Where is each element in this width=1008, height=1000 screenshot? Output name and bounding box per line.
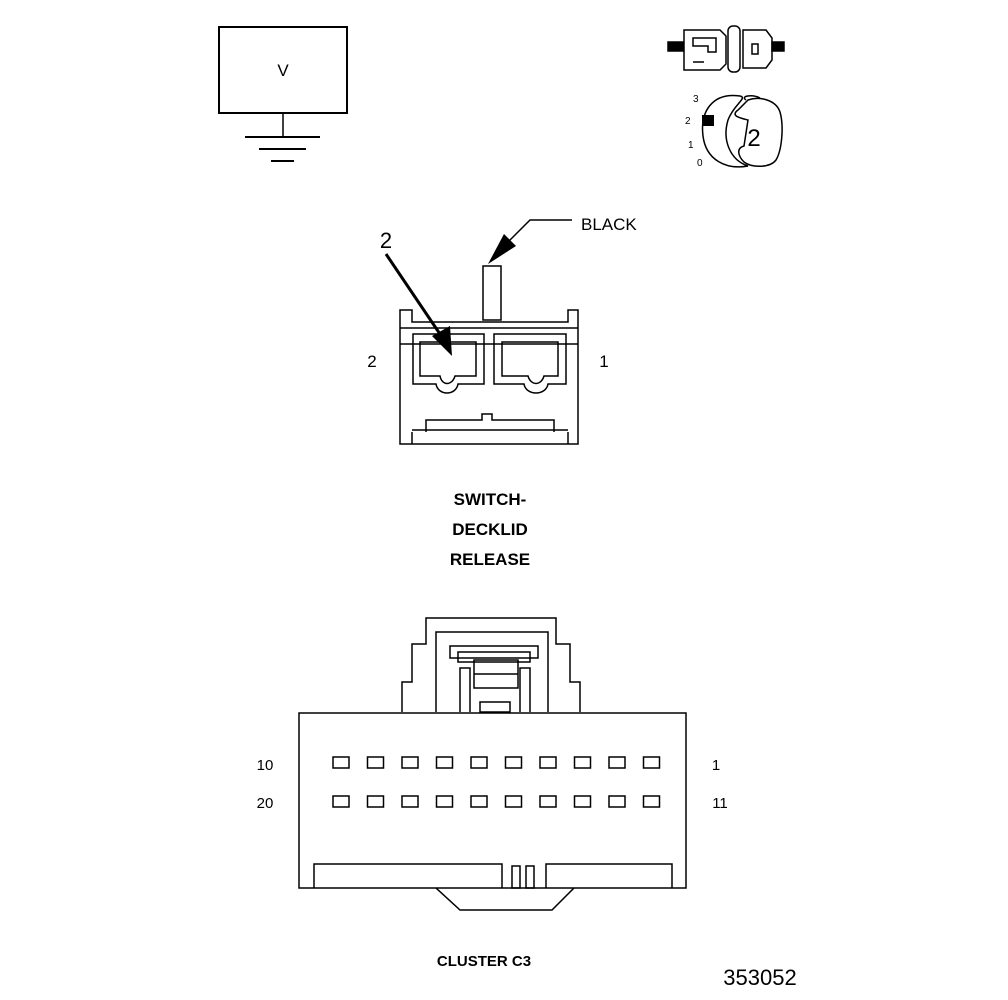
cluster-pin-10-label: 10	[257, 757, 274, 774]
connector-disconnect-icon	[667, 25, 785, 73]
cluster-pin-cavity	[573, 795, 592, 808]
voltmeter-label: V	[277, 61, 289, 80]
ignition-position-3: 3	[693, 94, 699, 105]
ignition-key-icon	[701, 94, 783, 168]
cavity-callout-label: 2	[380, 228, 392, 253]
cluster-pin-cavity	[470, 756, 488, 769]
switch-title-line-1: SWITCH-	[454, 490, 527, 509]
cluster-pin-cavity	[504, 756, 523, 769]
cluster-pin-cavity	[539, 795, 557, 808]
cluster-pin-1-label: 1	[712, 757, 720, 774]
cluster-pin-cavity	[332, 795, 350, 808]
figure-id: 353052	[723, 965, 796, 990]
cluster-title: CLUSTER C3	[437, 953, 531, 970]
cluster-pin-cavity	[470, 795, 488, 808]
cavity-callout-arrow	[384, 253, 452, 356]
ignition-position-1: 1	[688, 140, 694, 151]
cluster-pin-cavity	[366, 795, 385, 808]
switch-pin-left-label: 2	[367, 352, 376, 371]
cluster-pin-cavity	[608, 756, 626, 769]
voltmeter-symbol	[218, 26, 348, 162]
cluster-pin-cavity	[401, 756, 419, 769]
switch-title-line-3: RELEASE	[450, 550, 530, 569]
wire-callout-leader	[488, 219, 572, 264]
cluster-pin-20-label: 20	[257, 795, 274, 812]
cluster-pin-cavity	[504, 795, 523, 808]
cluster-pin-grid	[332, 756, 661, 808]
wire-color-label: BLACK	[581, 215, 637, 234]
cluster-connector-drawing	[298, 617, 687, 911]
cluster-pin-cavity	[332, 756, 350, 769]
switch-pin-right-label: 1	[599, 352, 608, 371]
ignition-position-2: 2	[685, 116, 691, 127]
switch-connector-drawing	[399, 265, 579, 445]
ignition-position-0: 0	[697, 158, 703, 169]
cluster-pin-11-label: 11	[712, 795, 728, 812]
cluster-pin-cavity	[435, 756, 454, 769]
cluster-pin-cavity	[608, 795, 626, 808]
cluster-pin-cavity	[366, 756, 385, 769]
cluster-pin-cavity	[401, 795, 419, 808]
cluster-pin-cavity	[539, 756, 557, 769]
cluster-pin-cavity	[642, 795, 661, 808]
cluster-pin-cavity	[435, 795, 454, 808]
ignition-selected-position: 2	[747, 125, 760, 152]
cluster-pin-cavity	[573, 756, 592, 769]
switch-title-line-2: DECKLID	[452, 520, 528, 539]
cluster-pin-cavity	[642, 756, 661, 769]
